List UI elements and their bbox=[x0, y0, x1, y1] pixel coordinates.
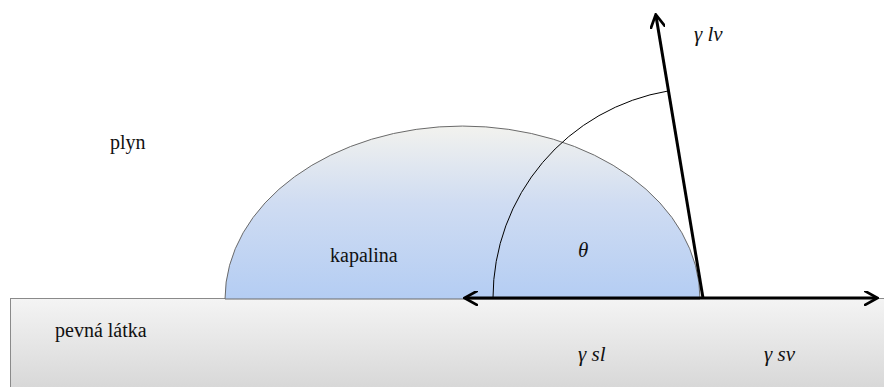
gas-label: plyn bbox=[110, 131, 146, 153]
tension-label: γ sl bbox=[578, 342, 606, 366]
liquid-label: kapalina bbox=[330, 244, 398, 266]
tension-label: γ lv bbox=[694, 22, 723, 46]
solid-block: pevná látka bbox=[10, 298, 884, 387]
angle-symbol: θ bbox=[578, 238, 588, 262]
solid-label: pevná látka bbox=[55, 319, 147, 341]
tension-label: γ sv bbox=[764, 342, 795, 366]
liquid-drop: kapalina bbox=[225, 125, 700, 299]
drop-outline bbox=[225, 125, 700, 299]
solid-outline bbox=[10, 298, 884, 387]
